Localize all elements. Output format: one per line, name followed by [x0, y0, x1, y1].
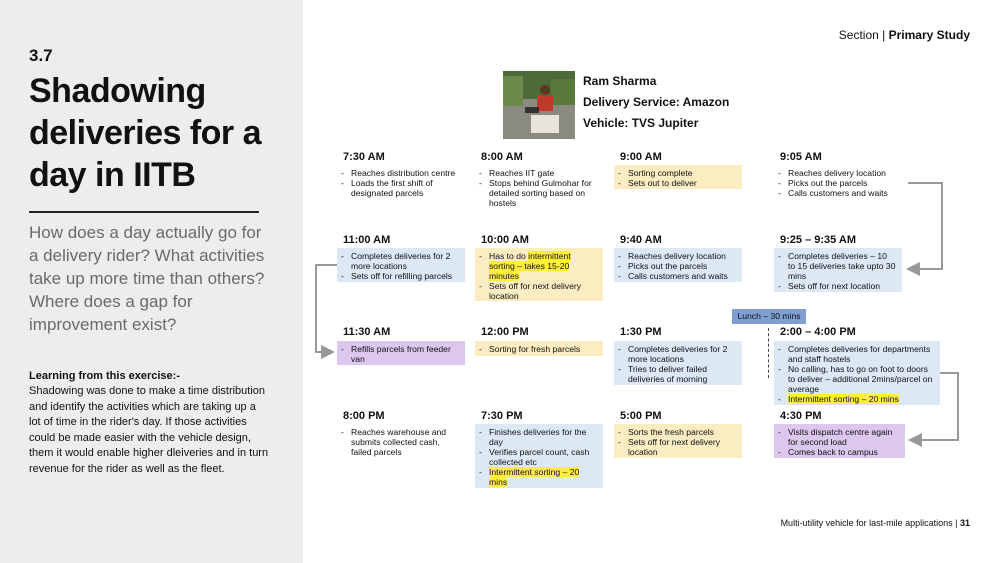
- footer-text: Multi-utility vehicle for last-mile appl…: [781, 518, 953, 528]
- footer: Multi-utility vehicle for last-mile appl…: [781, 518, 970, 528]
- page-number: 31: [960, 518, 970, 528]
